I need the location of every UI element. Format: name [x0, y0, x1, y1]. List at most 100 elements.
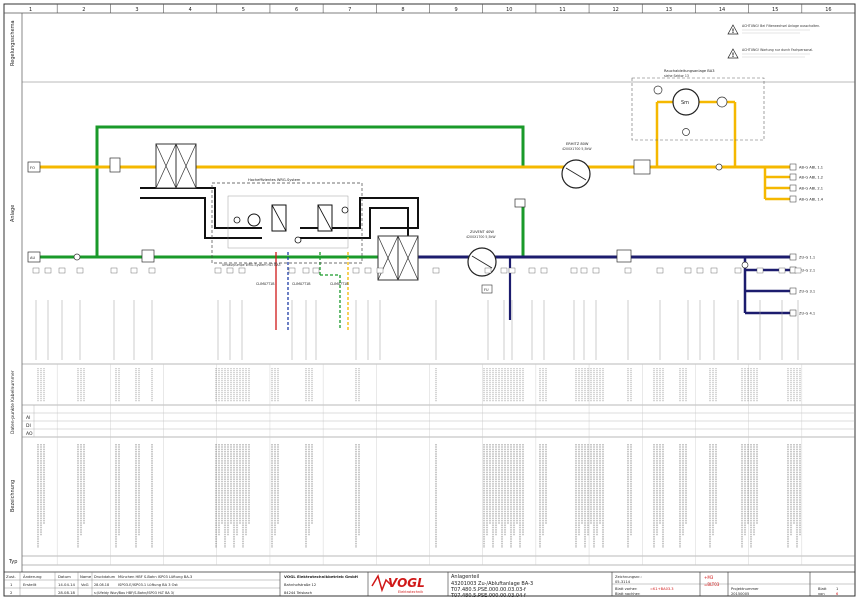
port-au-label: AU [30, 256, 35, 260]
wrg-pump-icon [247, 213, 261, 227]
signal-tag-box [110, 267, 118, 274]
warning-top-text: ACHTUNG! Bei Filterwechsel Anlage aussch… [742, 24, 820, 28]
tb-datum-label: Datum [58, 574, 71, 579]
signal-tag-box [508, 267, 516, 274]
signal-tag-box [376, 267, 384, 274]
daten-di: DI [26, 423, 31, 429]
tb-blatt-vorher-label: Blatt vorher: [615, 587, 637, 591]
outlet-label: AB-G ABL 2.1 [799, 187, 823, 191]
tb-rev2-datum: 28.08.18 [58, 590, 75, 595]
column-number: 13 [666, 7, 672, 13]
signal-tag-columns [32, 267, 802, 360]
wrg-valve-icon [294, 236, 302, 244]
tb-rev2-zust: 2 [10, 590, 13, 595]
pump-label: CLIM07T1B [292, 282, 311, 286]
outlet-label: ZU-G 3.1 [799, 290, 815, 294]
signal-tag-box [214, 267, 222, 274]
outlet-labels-supply: AB-G ABL 1.1AB-G ABL 1.2AB-G ABL 2.1AB-G… [789, 163, 824, 203]
wrg-system-box [211, 182, 363, 264]
vogl-logo: VOGL Elektrotechnik [371, 574, 425, 594]
motor-icon [682, 128, 690, 136]
damper-box-icon [141, 249, 155, 263]
column-number: 3 [135, 7, 138, 13]
signal-tag-box [570, 267, 578, 274]
signal-tag-box [130, 267, 138, 274]
tb-projektnummer-label: Projektnummer [731, 587, 759, 591]
outlet-label: ZU-G 2.1 [799, 269, 815, 273]
tb-name-label: Name [80, 574, 92, 579]
wrg-valve-icon [233, 216, 241, 224]
signal-tag-box [432, 267, 440, 274]
column-number: 10 [506, 7, 512, 13]
outlet-box [789, 287, 797, 295]
tb-plus-sub: =BLT03 [704, 582, 720, 587]
outlet-labels-return: ZU-G 1.1ZU-G 2.1ZU-G 3.1ZU-G 4.1 [789, 253, 815, 317]
motor-icon [653, 85, 663, 95]
label-kabel: Kabelnummer [10, 370, 16, 402]
label-anlage: Anlage [10, 205, 16, 222]
signal-tag-box [32, 267, 40, 274]
tb-city: 84244 Teisbach [284, 591, 312, 595]
tb-anlagenteil: 43201003 Zu-/Abluftanlage BA-3 [451, 581, 533, 587]
tb-zeichnungsnr: 05-3114 [615, 580, 631, 584]
tb-anlagenteil-label: Anlagenteil [451, 574, 479, 580]
signal-tag-box [592, 267, 600, 274]
warning-icon [727, 48, 739, 59]
tb-rev1-name: VoG [81, 582, 89, 587]
tb-street: Bahnhofstraße 12 [284, 583, 316, 587]
cross-flow-heat-exchanger-right [377, 235, 419, 281]
tb-zust-label: Zust. [6, 574, 16, 579]
pump-label: CLIM07T1B [256, 282, 275, 286]
tb-rev1-datum: 14.04.14 [58, 582, 75, 587]
damper-box-icon [616, 249, 632, 263]
daten-ai: AI [26, 415, 30, 421]
warning-notes: ! ACHTUNG! Bei Filterwechsel Anlage auss… [727, 24, 820, 59]
column-number: 15 [772, 7, 778, 13]
signal-tag-box [58, 267, 66, 274]
label-regelschema: Regelungsschema [10, 20, 16, 66]
signal-tag-box [580, 267, 588, 274]
signal-tag-box [76, 267, 84, 274]
daten-ao: AO [26, 431, 33, 437]
rauch-title: Rauchableitungsanlage BA3 [664, 69, 715, 73]
outlet-label: AB-G ABL 1.2 [799, 176, 823, 180]
tb-blatt: 1 [836, 587, 838, 591]
label-typ: Typ [8, 559, 17, 565]
rauch-dashed-box [631, 77, 765, 141]
signal-tag-box [734, 267, 742, 274]
svg-text:Sm: Sm [681, 100, 689, 106]
column-number: 7 [348, 7, 351, 13]
title-block: Zust. Änderung Datum Name 1 Erstellt 14.… [4, 571, 855, 599]
signal-tag-box [528, 267, 536, 274]
column-number: 11 [559, 7, 565, 13]
signal-tag-box [500, 267, 508, 274]
signal-tag-box [710, 267, 718, 274]
rauch-subtitle: siehe Sektor 13 [664, 74, 689, 78]
signal-tag-box [288, 267, 296, 274]
outlet-box [789, 184, 797, 192]
tb-project1: München HBF S-Bahn ISP03 Lüftung BA-3 [118, 575, 192, 579]
tb-druck-value: 28.08.18 [94, 583, 109, 587]
cross-flow-heat-exchanger-left [155, 143, 197, 189]
signal-tag-box [226, 267, 234, 274]
column-number: 14 [719, 7, 725, 13]
tb-von-label: von [818, 592, 825, 596]
tb-project2: ISP03.E/ISP03.1 Lüftung BA 3 Ost [118, 583, 178, 587]
signal-tag-box [624, 267, 632, 274]
svg-text:!: ! [732, 52, 735, 59]
signal-tag-box [238, 267, 246, 274]
signal-tag-box [302, 267, 310, 274]
sensor-icon [715, 163, 723, 171]
signal-tag-box [364, 267, 372, 274]
wrg-subtitle: Umlaufpumpe WRG-System HLT BA3 [222, 263, 281, 267]
signal-tag-box [484, 267, 492, 274]
column-number: 8 [401, 7, 404, 13]
column-number: 6 [295, 7, 298, 13]
logo-text: VOGL [388, 576, 425, 590]
column-number: 1 [29, 7, 32, 13]
port-au [27, 251, 41, 263]
tb-file: s:/Ufeldy Wun/Bau HBF/S-Bahn/ISP03 HLT B… [94, 591, 175, 595]
tb-blatt-nachher-label: Blatt nachher: [615, 592, 640, 596]
port-fo-label: FO [30, 166, 35, 170]
